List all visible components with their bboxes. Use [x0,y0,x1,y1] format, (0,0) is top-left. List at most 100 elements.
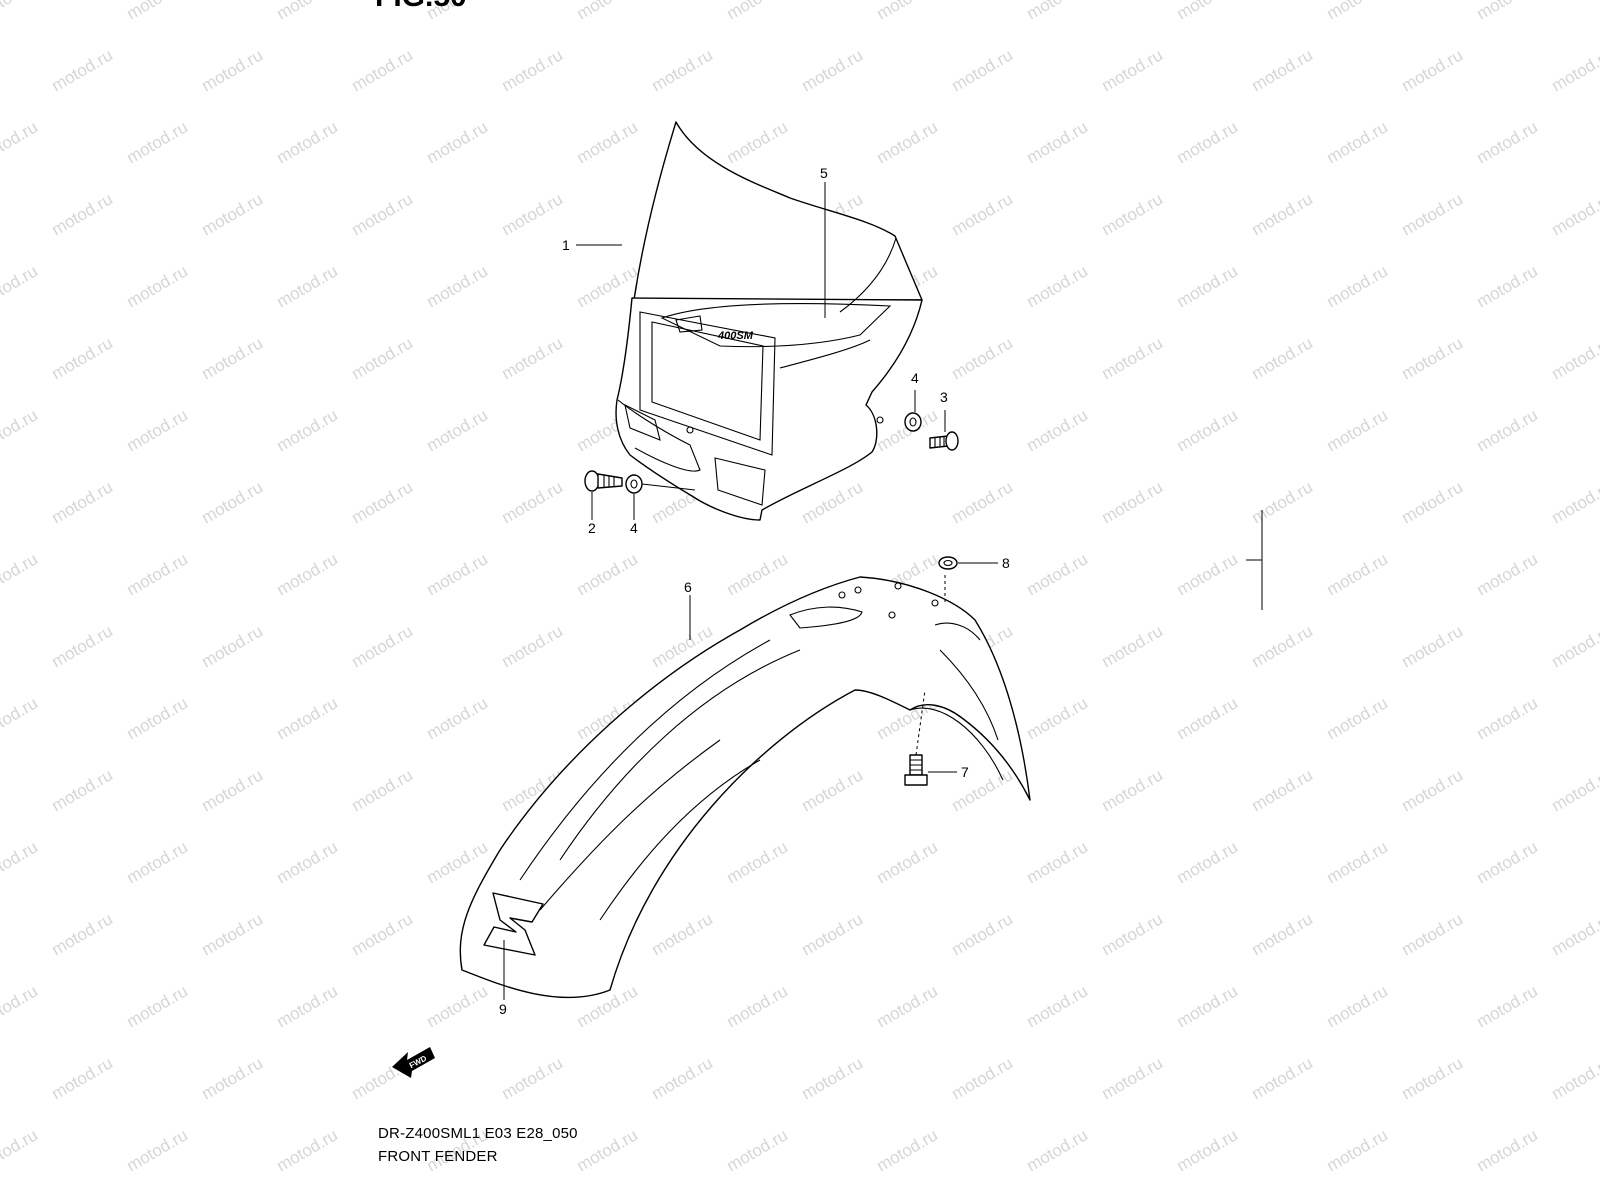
callout-9: 9 [499,1001,507,1017]
watermark-text: motod.ru [723,1125,791,1175]
watermark-text: motod.ru [573,1125,641,1175]
watermark-text: motod.ru [798,45,866,95]
watermark-text: motod.ru [273,1125,341,1175]
callout-7: 7 [961,764,969,780]
watermark-text: motod.ru [1548,45,1600,95]
watermark-text: motod.ru [0,1125,41,1175]
watermark-text: motod.ru [1098,333,1166,383]
watermark-text: motod.ru [123,549,191,599]
watermark-text: motod.ru [1548,189,1600,239]
watermark-text: motod.ru [648,1053,716,1103]
watermark-text: motod.ru [1248,765,1316,815]
callout-1: 1 [562,237,570,253]
watermark-text: motod.ru [273,0,341,23]
watermark-text: motod.ru [48,333,116,383]
watermark-text: motod.ru [1548,1053,1600,1103]
watermark-text: motod.ru [1023,117,1091,167]
watermark-text: motod.ru [1548,477,1600,527]
watermark-text: motod.ru [498,189,566,239]
watermark-text: motod.ru [1098,189,1166,239]
watermark-text: motod.ru [0,981,41,1031]
watermark-text: motod.ru [1323,693,1391,743]
bolt-3 [929,431,959,451]
watermark-text: motod.ru [1473,1125,1541,1175]
watermark-text: motod.ru [1248,477,1316,527]
watermark-text: motod.ru [48,909,116,959]
watermark-text: motod.ru [1098,45,1166,95]
watermark-text: motod.ru [1248,45,1316,95]
watermark-text: motod.ru [1023,1125,1091,1175]
watermark-text: motod.ru [1023,0,1091,23]
watermark-text: motod.ru [1173,981,1241,1031]
watermark-text: motod.ru [873,837,941,887]
watermark-text: motod.ru [1173,549,1241,599]
watermark-text: motod.ru [498,45,566,95]
watermark-text: motod.ru [723,0,791,23]
watermark-text: motod.ru [723,117,791,167]
watermark-text: motod.ru [0,117,41,167]
leader-lines [503,182,1263,1000]
watermark-text: motod.ru [1173,0,1241,23]
watermark-text: motod.ru [423,261,491,311]
watermark-text: motod.ru [1473,261,1541,311]
watermark-text: motod.ru [123,837,191,887]
watermark-text: motod.ru [123,1125,191,1175]
watermark-text: motod.ru [498,621,566,671]
watermark-text: motod.ru [123,117,191,167]
watermark-text: motod.ru [948,333,1016,383]
watermark-text: motod.ru [1023,837,1091,887]
watermark-text: motod.ru [873,1125,941,1175]
watermark-text: motod.ru [1548,765,1600,815]
watermark-text: motod.ru [498,477,566,527]
watermark-text: motod.ru [198,1053,266,1103]
watermark-text: motod.ru [123,981,191,1031]
watermark-text: motod.ru [348,621,416,671]
watermark-text: motod.ru [1323,1125,1391,1175]
bolt-7 [904,754,928,786]
watermark-text: motod.ru [1248,621,1316,671]
watermark-text: motod.ru [48,1053,116,1103]
headlight-cowl [615,121,923,521]
watermark-text: motod.ru [723,981,791,1031]
watermark-text: motod.ru [1398,765,1466,815]
watermark-text: motod.ru [48,477,116,527]
watermark-text: motod.ru [348,909,416,959]
watermark-text: motod.ru [1398,1053,1466,1103]
watermark-text: motod.ru [198,189,266,239]
watermark-text: motod.ru [423,981,491,1031]
washer-4-left [625,474,643,494]
watermark-text: motod.ru [48,765,116,815]
watermark-text: motod.ru [648,909,716,959]
watermark-text: motod.ru [1248,909,1316,959]
watermark-text: motod.ru [1023,981,1091,1031]
watermark-text: motod.ru [948,45,1016,95]
watermark-text: motod.ru [1323,261,1391,311]
watermark-text: motod.ru [1023,405,1091,455]
watermark-text: motod.ru [1248,1053,1316,1103]
watermark-text: motod.ru [273,405,341,455]
watermark-text: motod.ru [723,549,791,599]
watermark-text: motod.ru [348,477,416,527]
watermark-text: motod.ru [198,621,266,671]
watermark-text: motod.ru [1473,405,1541,455]
watermark-text: motod.ru [348,765,416,815]
watermark-text: motod.ru [1473,837,1541,887]
watermark-text: motod.ru [1173,837,1241,887]
watermark-text: motod.ru [573,117,641,167]
watermark-text: motod.ru [1398,333,1466,383]
watermark-text: motod.ru [948,765,1016,815]
washer-4-right [904,412,922,432]
bolt-2 [584,470,623,492]
watermark-text: motod.ru [273,981,341,1031]
watermark-text: motod.ru [948,909,1016,959]
watermark-text: motod.ru [0,0,41,23]
watermark-text: motod.ru [48,45,116,95]
watermark-text: motod.ru [1323,549,1391,599]
watermark-text: motod.ru [1398,477,1466,527]
section-title: FRONT FENDER [378,1148,498,1165]
watermark-text: motod.ru [273,549,341,599]
watermark-text: motod.ru [1248,189,1316,239]
watermark-text: motod.ru [1548,909,1600,959]
watermark-text: motod.ru [498,333,566,383]
watermark-text: motod.ru [1173,405,1241,455]
